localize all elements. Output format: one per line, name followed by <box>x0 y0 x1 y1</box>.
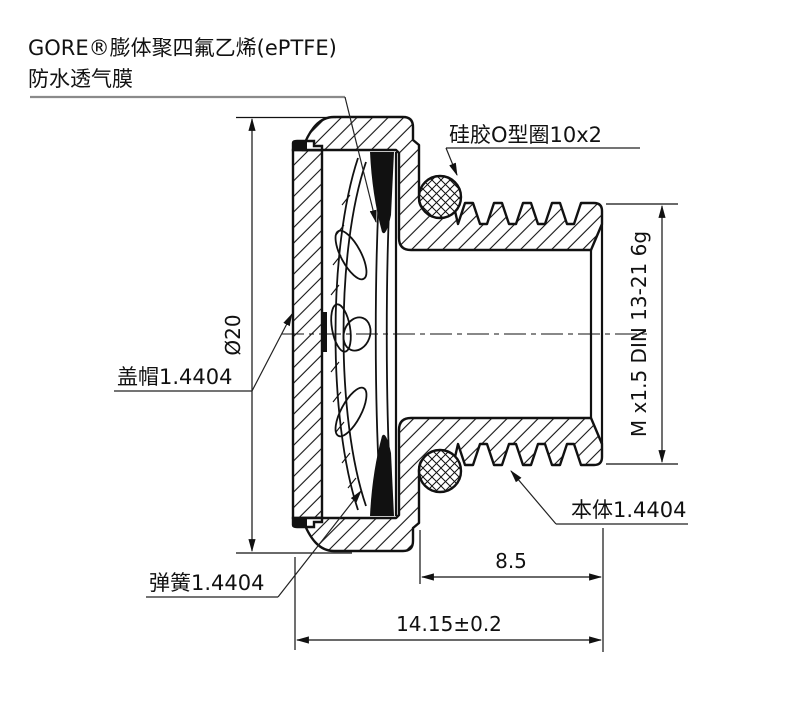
leader-body <box>510 470 688 525</box>
spring-wall-contact <box>322 312 327 352</box>
label-cap: 盖帽1.4404 <box>117 365 232 389</box>
label-membrane-line2: 防水透气膜 <box>28 67 133 91</box>
oring-top <box>417 174 463 220</box>
dim-overall-length-label: 14.15±0.2 <box>396 612 502 636</box>
spring-coil-center-head <box>342 316 372 352</box>
dim-thread-spec-label: M x1.5 DIN 13-21 6g <box>627 231 651 437</box>
dimension-thread-spec <box>606 203 678 465</box>
label-spring: 弹簧1.4404 <box>149 571 264 595</box>
spring-coil-center <box>330 303 352 353</box>
body-upper-section <box>300 115 604 252</box>
dim-diameter-label: Ø20 <box>221 314 245 355</box>
spring-coil-upper <box>334 229 368 281</box>
leader-oring <box>445 147 640 177</box>
leader-spring <box>146 490 362 598</box>
label-oring: 硅胶O型圈10x2 <box>449 123 602 147</box>
dim-thread-length-label: 8.5 <box>495 549 527 573</box>
cap-crimp-bottom <box>294 519 307 526</box>
spring-coil-lower <box>334 386 368 438</box>
dimension-thread-length <box>419 528 604 652</box>
cap-crimp-top <box>294 142 307 149</box>
dimension-overall-length <box>294 557 603 650</box>
dimension-diameter <box>236 116 352 554</box>
leader-membrane <box>30 95 377 224</box>
label-body: 本体1.4404 <box>571 498 686 522</box>
leader-cap <box>114 313 293 392</box>
oring-bottom <box>417 448 463 494</box>
body-lower-section <box>300 416 604 553</box>
label-membrane-line1: GORE®膨体聚四氟乙烯(ePTFE) <box>28 36 337 60</box>
